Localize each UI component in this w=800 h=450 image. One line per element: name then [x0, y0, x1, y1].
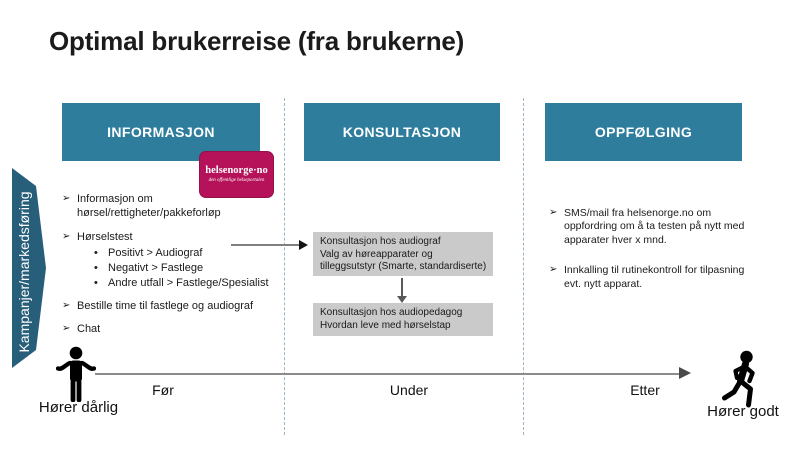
- arrow-bullet-icon: ➢: [62, 193, 71, 204]
- connector-arrow-line: [231, 244, 301, 246]
- box-line: Konsultasjon hos audiopedagog: [320, 307, 463, 318]
- down-arrowhead-icon: [397, 296, 407, 303]
- column-separator-1: [284, 98, 285, 435]
- end-state-label: Hører godt: [707, 403, 779, 420]
- arrow-bullet-icon: ➢: [62, 299, 71, 311]
- box-line: tilleggsutstyr (Smarte, standardiserte): [320, 261, 487, 272]
- list-item: ➢ SMS/mail fra helsenorge.no om oppfordr…: [549, 207, 757, 247]
- sub-bullet-negativt: Negativt > Fastlege: [108, 262, 204, 274]
- timeline-label-etter: Etter: [630, 382, 660, 398]
- standing-person-icon: [56, 346, 96, 402]
- box-line: Konsultasjon hos audiograf: [320, 236, 441, 247]
- walking-person-icon: [722, 350, 755, 408]
- helsenorge-logo-title: helsenorge·no: [205, 164, 268, 176]
- phase-header-konsultasjon: KONSULTASJON: [304, 103, 500, 161]
- konsultasjon-box-audiograf: Konsultasjon hos audiograf Valg av hørea…: [313, 232, 493, 276]
- oppfolging-bullet-list: ➢ SMS/mail fra helsenorge.no om oppfordr…: [549, 207, 757, 308]
- bullet-text-sms-mail: SMS/mail fra helsenorge.no om oppfordrin…: [564, 207, 745, 246]
- dot-bullet-icon: •: [94, 276, 98, 289]
- sub-bullet-positivt: Positivt > Audiograf: [108, 247, 203, 260]
- konsultasjon-box-audiopedagog: Konsultasjon hos audiopedagog Hvordan le…: [313, 303, 493, 336]
- timeline-label-for: Før: [152, 382, 174, 398]
- down-arrow-line: [401, 278, 403, 296]
- bullet-text-horselstest: Hørselstest: [77, 230, 133, 243]
- connector-arrowhead-icon: [299, 240, 308, 250]
- start-state-label: Hører dårlig: [38, 399, 119, 416]
- list-item: • Andre utfall > Fastlege/Spesialist: [94, 276, 269, 291]
- box-line: Hvordan leve med hørselstap: [320, 319, 451, 331]
- column-separator-2: [523, 98, 524, 435]
- box-line: Valg av høreapparater og: [320, 248, 433, 260]
- sub-bullet-andre-utfall: Andre utfall > Fastlege/Spesialist: [108, 276, 269, 289]
- list-item: • Negativt > Fastlege: [94, 262, 254, 276]
- helsenorge-logo-tagline: den offentlige helseportalen: [208, 178, 265, 184]
- phase-header-oppfolging: OPPFØLGING: [545, 103, 742, 161]
- arrow-bullet-icon: ➢: [549, 264, 558, 276]
- campaign-banner-shape: [12, 168, 46, 368]
- list-item: ➢ Chat: [62, 323, 254, 337]
- dot-bullet-icon: •: [94, 262, 98, 274]
- list-item: ➢ Hørselstest: [62, 231, 254, 245]
- timeline-arrowhead-icon: [679, 367, 691, 379]
- horselstest-sub-list: • Positivt > Audiograf • Negativt > Fast…: [94, 247, 269, 291]
- bullet-text-bestille-time: Bestille time til fastlege og audiograf: [77, 299, 254, 312]
- bullet-text-chat: Chat: [77, 323, 101, 336]
- dot-bullet-icon: •: [94, 247, 98, 260]
- campaign-banner: Kampanjer/markedsføring: [12, 168, 46, 368]
- timeline-label-under: Under: [389, 382, 429, 398]
- arrow-bullet-icon: ➢: [549, 207, 558, 218]
- list-item: ➢ Informasjon om hørsel/rettigheter/pakk…: [62, 193, 254, 221]
- bullet-text-innkalling: Innkalling til rutinekontroll for tilpas…: [564, 264, 745, 290]
- bullet-text-informasjon-om: Informasjon om hørsel/rettigheter/pakkef…: [77, 193, 221, 219]
- timeline-line: [95, 373, 680, 375]
- informasjon-bullet-list: ➢ Informasjon om hørsel/rettigheter/pakk…: [62, 193, 269, 347]
- list-item: ➢ Innkalling til rutinekontroll for tilp…: [549, 264, 757, 291]
- list-item: • Positivt > Audiograf: [94, 247, 254, 261]
- list-item: ➢ Bestille time til fastlege og audiogra…: [62, 300, 254, 314]
- slide-title: Optimal brukerreise (fra brukerne): [49, 26, 465, 56]
- helsenorge-logo: helsenorge·no den offentlige helseportal…: [199, 151, 274, 198]
- arrow-bullet-icon: ➢: [62, 323, 71, 335]
- campaign-banner-label: Kampanjer/markedsføring: [16, 191, 32, 352]
- arrow-bullet-icon: ➢: [62, 230, 71, 242]
- phase-header-informasjon: INFORMASJON: [62, 103, 260, 161]
